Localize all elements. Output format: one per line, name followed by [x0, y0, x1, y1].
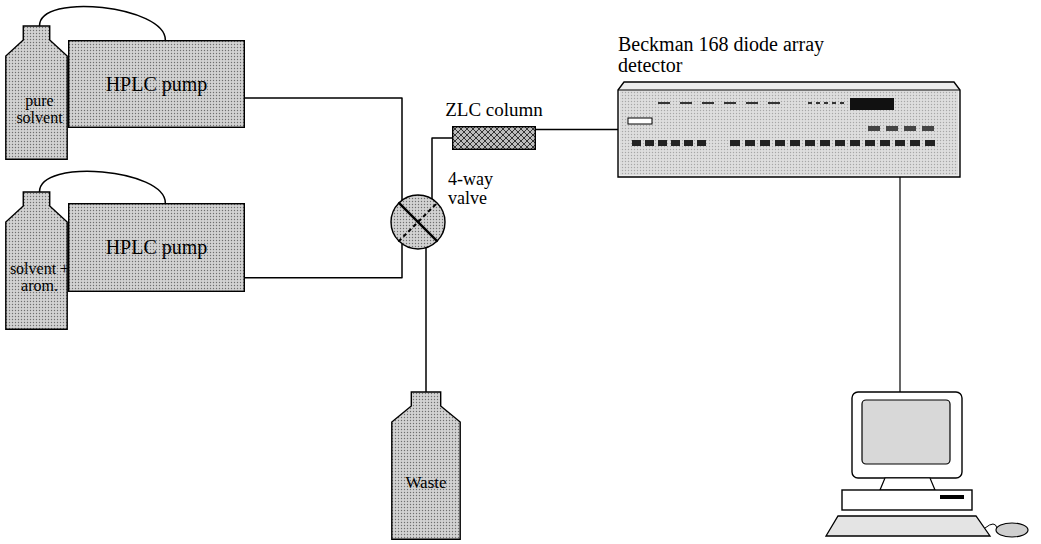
computer-tower — [842, 490, 972, 510]
key-button — [645, 140, 654, 146]
bottle-outline — [392, 392, 460, 539]
signal-cable — [899, 175, 900, 392]
node-label: solvent + arom. — [8, 261, 71, 295]
panel-mark — [840, 102, 844, 104]
computer-figure — [826, 392, 1028, 537]
display-window — [850, 98, 894, 110]
drive-slot — [940, 495, 964, 499]
key-button — [790, 140, 800, 146]
node-label: HPLC pump — [106, 237, 208, 258]
key-button — [835, 140, 845, 146]
key-button — [925, 140, 935, 146]
panel-mark — [746, 102, 758, 104]
key-button — [910, 140, 920, 146]
column-box-outline — [452, 126, 536, 150]
pump-box: HPLC pump — [68, 40, 245, 128]
detector-box-outline — [618, 82, 960, 177]
monitor-stand — [880, 478, 935, 490]
tube-line — [245, 98, 402, 200]
pump-outline — [69, 204, 245, 292]
waste-bottle-outline — [391, 392, 461, 540]
key-button — [886, 126, 898, 131]
key-button — [895, 140, 905, 146]
key-button — [775, 140, 785, 146]
valve-circle-outline — [390, 194, 446, 250]
pump-outline — [69, 41, 245, 128]
key-button — [684, 140, 693, 146]
key-button — [922, 126, 934, 131]
tube-line — [40, 6, 166, 40]
key-button — [745, 140, 755, 146]
keyboard — [826, 516, 990, 536]
mouse — [996, 523, 1028, 537]
valve-outline — [391, 195, 445, 249]
pump-box: HPLC pump — [68, 203, 245, 292]
tube-line — [425, 248, 427, 392]
case-edge — [618, 90, 960, 91]
valve-passage — [398, 202, 437, 241]
node-label: Waste — [405, 474, 446, 492]
key-button — [865, 140, 875, 146]
node-label: 4-way valve — [448, 170, 510, 208]
key-button — [850, 140, 860, 146]
panel-mark — [832, 102, 836, 104]
valve-passage-dashed — [398, 202, 437, 241]
front-panel — [620, 91, 958, 175]
panel-mark — [824, 102, 828, 104]
key-button — [868, 126, 880, 131]
node-label: HPLC pump — [106, 74, 208, 95]
tube-line — [40, 171, 166, 203]
panel-mark — [658, 102, 670, 104]
tube-line — [536, 129, 618, 131]
key-button — [632, 140, 641, 146]
key-button — [730, 140, 740, 146]
column-outline — [453, 127, 536, 150]
tube-line — [245, 244, 402, 278]
waste-bottle: Waste — [391, 392, 461, 540]
key-button — [805, 140, 815, 146]
node-label: Beckman 168 diode array detector — [618, 34, 833, 76]
panel-mark — [702, 102, 714, 104]
key-button — [760, 140, 770, 146]
panel-mark — [680, 102, 692, 104]
key-button — [697, 140, 706, 146]
key-button — [658, 140, 667, 146]
key-button — [820, 140, 830, 146]
panel-slot — [628, 118, 652, 124]
monitor-screen — [862, 400, 950, 464]
node-label: ZLC column — [432, 100, 556, 120]
panel-mark — [816, 102, 820, 104]
valve-circle: 4-way valve — [390, 194, 446, 250]
monitor-case — [852, 392, 962, 478]
detector-case — [618, 82, 960, 177]
panel-mark — [768, 102, 780, 104]
panel-mark — [808, 102, 812, 104]
column-box: ZLC column — [452, 126, 536, 150]
node-label: pure solvent — [8, 93, 71, 127]
key-button — [904, 126, 916, 131]
mouse-cord — [985, 524, 997, 528]
solvent-bottle: solvent + arom. — [5, 192, 74, 330]
key-button — [671, 140, 680, 146]
panel-mark — [724, 102, 736, 104]
solvent-bottle: pure solvent — [5, 26, 74, 160]
detector-box: Beckman 168 diode array detector — [618, 82, 960, 177]
key-button — [880, 140, 890, 146]
